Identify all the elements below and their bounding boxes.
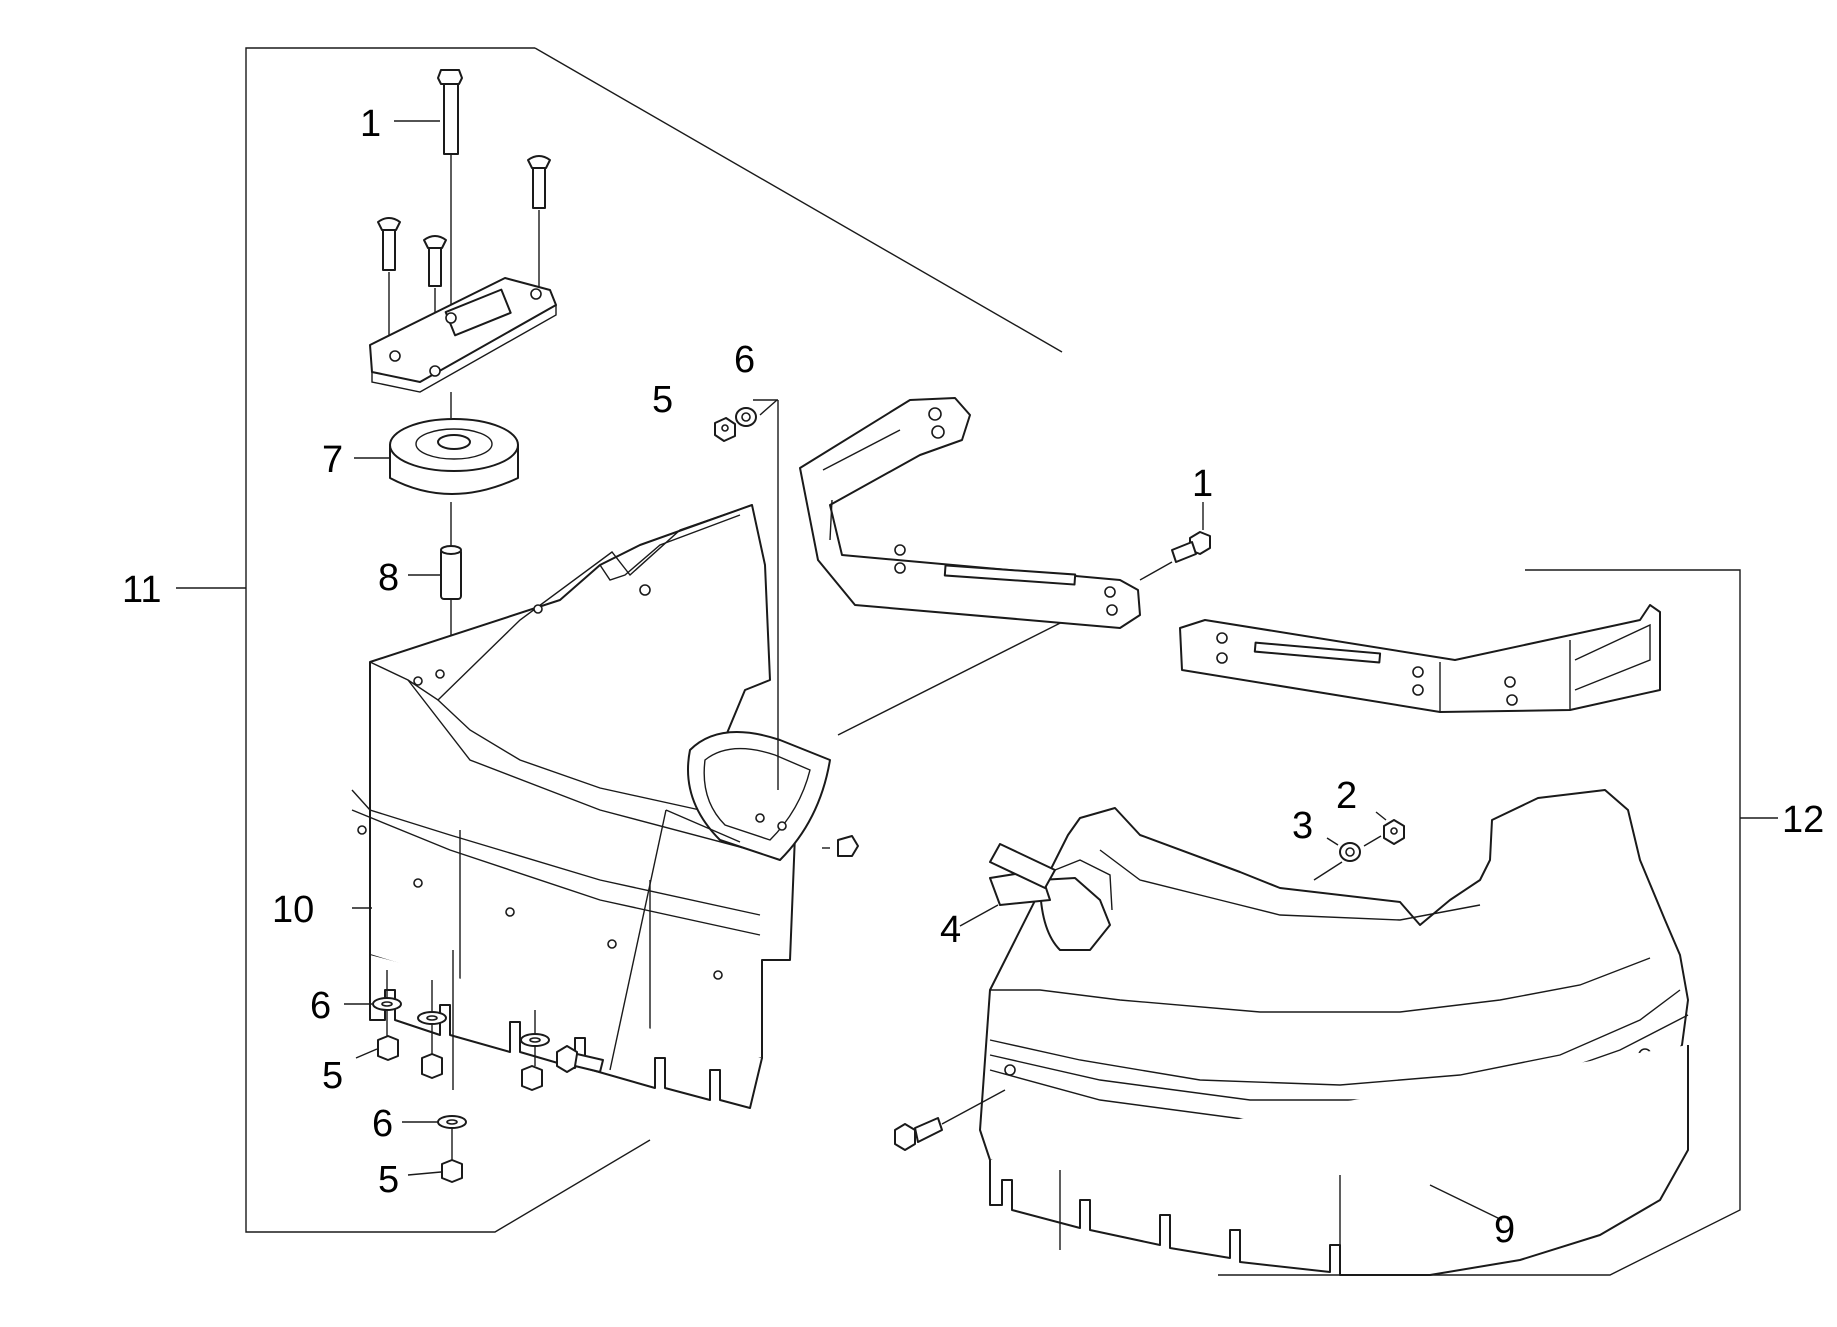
right-deflector-housing	[979, 789, 1689, 1276]
callout-3-washer: 3	[1292, 805, 1313, 847]
long-bolt	[394, 69, 463, 318]
right-mounting-bolt	[894, 1089, 1006, 1151]
callout-4-clip: 4	[940, 909, 961, 951]
group-frame-12	[1218, 569, 1778, 1276]
lower-hardware	[344, 970, 604, 1183]
callout-8-spacer: 8	[378, 557, 399, 599]
callout-9-right-housing: 9	[1494, 1209, 1515, 1251]
callout-6-top-washer: 6	[734, 339, 755, 381]
mounting-plate	[369, 277, 557, 393]
callout-1-long-bolt: 1	[360, 103, 381, 145]
short-bolts	[377, 155, 551, 368]
callout-6-lower-washer: 6	[372, 1103, 393, 1145]
group-frame-11	[176, 47, 1063, 1233]
callout-10-left-housing: 10	[272, 889, 314, 931]
leader-9	[1429, 1184, 1503, 1221]
callout-5-lower-nut: 5	[378, 1159, 399, 1201]
spacer-sleeve	[408, 545, 462, 650]
callout-labels: 1 6 5 7 1 8 11 12 2 3 4 10 6 5 6 5 9	[122, 103, 1824, 1251]
left-deflector-housing	[351, 504, 859, 1109]
callout-5-top-nut: 5	[652, 379, 673, 421]
callout-1-bracket-bolt: 1	[1192, 463, 1213, 505]
right-nut-washer	[1313, 811, 1405, 881]
callout-7-pulley: 7	[322, 439, 343, 481]
top-nut-washer	[714, 399, 778, 442]
idler-pulley	[354, 392, 519, 545]
lower-bracket-arm	[1179, 604, 1661, 713]
callout-12-right-assembly: 12	[1782, 799, 1824, 841]
upper-bracket-arm	[799, 397, 1141, 629]
callout-5-nut: 5	[322, 1055, 343, 1097]
callout-11-left-assembly: 11	[122, 569, 161, 611]
deflector-clip	[959, 843, 1113, 927]
leader-lines-left	[452, 399, 1103, 1090]
callout-6-washer: 6	[310, 985, 331, 1027]
bracket-bolt	[1139, 502, 1211, 581]
callout-2-nut: 2	[1336, 775, 1357, 817]
